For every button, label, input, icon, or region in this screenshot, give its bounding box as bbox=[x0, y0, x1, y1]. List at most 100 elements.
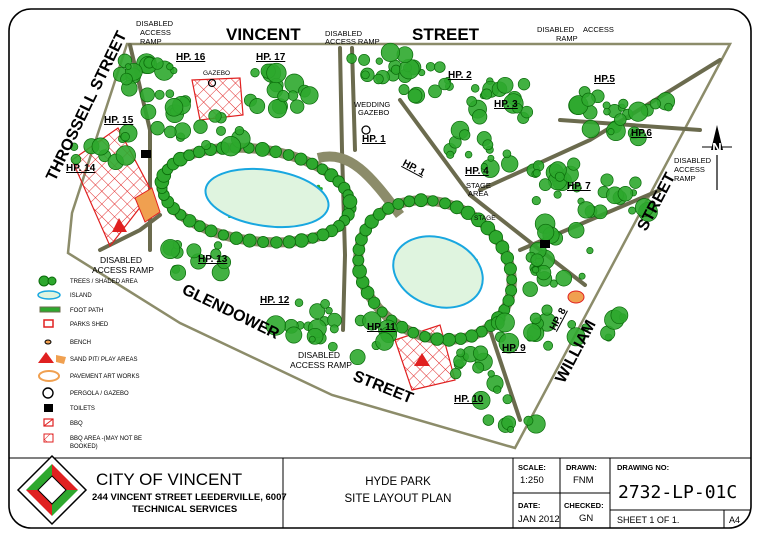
plan-title-1: HYDE PARK bbox=[365, 476, 431, 488]
hp-label: HP.6 bbox=[631, 128, 652, 139]
tree bbox=[216, 125, 226, 136]
tree bbox=[361, 70, 370, 80]
legend-label: FOOT PATH bbox=[70, 308, 103, 314]
sandpit-west bbox=[134, 187, 161, 223]
tree bbox=[481, 88, 493, 100]
legend-label: TREES / SHADED AREA bbox=[70, 279, 138, 285]
tree bbox=[566, 327, 586, 347]
tree bbox=[182, 214, 197, 228]
gazebo-label: GAZEBO bbox=[203, 70, 230, 77]
tree bbox=[567, 320, 577, 329]
shed-icon bbox=[43, 319, 54, 328]
toilet-icon bbox=[44, 404, 53, 412]
hp-label: HP. 9 bbox=[502, 343, 526, 354]
date-label: DATE: bbox=[518, 501, 540, 510]
tree bbox=[523, 323, 542, 342]
tree bbox=[523, 415, 534, 426]
tree bbox=[217, 255, 232, 270]
tree bbox=[506, 274, 518, 286]
hp-label: HP. 17 bbox=[256, 52, 286, 63]
tree bbox=[265, 315, 286, 336]
tree bbox=[277, 90, 290, 103]
tree bbox=[372, 208, 386, 221]
street-vincent-label-2: STREET bbox=[412, 25, 480, 44]
tree bbox=[376, 306, 388, 318]
tree bbox=[603, 107, 611, 116]
sandpit-icon bbox=[38, 352, 66, 364]
tree bbox=[581, 92, 596, 107]
tree bbox=[287, 90, 299, 101]
tree bbox=[535, 264, 552, 281]
tree bbox=[316, 228, 330, 242]
tree bbox=[325, 306, 333, 315]
tree bbox=[346, 53, 357, 64]
tree bbox=[572, 182, 582, 193]
tree bbox=[69, 142, 79, 151]
tree bbox=[470, 84, 480, 93]
tree bbox=[502, 149, 512, 159]
tree bbox=[229, 231, 244, 245]
tree bbox=[294, 298, 304, 307]
tree bbox=[498, 332, 520, 354]
tree bbox=[164, 125, 177, 139]
stage-label: STAGE bbox=[474, 215, 496, 222]
tree bbox=[282, 235, 296, 249]
legend-label: TOILETS bbox=[70, 406, 95, 412]
tree bbox=[503, 262, 517, 276]
tree bbox=[403, 195, 416, 208]
tree bbox=[607, 128, 615, 136]
tree bbox=[173, 122, 192, 140]
tree bbox=[201, 140, 212, 150]
tree bbox=[164, 98, 184, 117]
tree bbox=[537, 223, 555, 241]
tree bbox=[664, 102, 673, 112]
legend-label: ISLAND bbox=[70, 293, 92, 299]
legend-label: BOOKED) bbox=[70, 444, 98, 450]
hp-label: HP. 13 bbox=[198, 254, 228, 265]
tree bbox=[488, 230, 503, 245]
toilets-east bbox=[540, 240, 550, 248]
legend-label: BBQ bbox=[70, 421, 83, 427]
tree bbox=[392, 198, 405, 210]
checked-value: GN bbox=[579, 513, 593, 524]
legend-label: PARKS SHED bbox=[70, 322, 109, 328]
tree bbox=[208, 109, 222, 123]
tree bbox=[166, 63, 174, 71]
hp-label: HP. 16 bbox=[176, 52, 206, 63]
drawn-value: FNM bbox=[573, 475, 594, 486]
legend-label: SAND PIT/ PLAY AREAS bbox=[70, 357, 137, 363]
tree bbox=[294, 152, 308, 166]
north-arrow: N bbox=[702, 125, 732, 190]
tree bbox=[532, 266, 540, 274]
tree bbox=[154, 89, 165, 100]
wedding-gazebo-symbol bbox=[361, 125, 371, 135]
tree bbox=[531, 196, 541, 206]
tree bbox=[308, 335, 316, 343]
tree bbox=[407, 88, 423, 104]
tree bbox=[472, 361, 485, 374]
tree bbox=[352, 263, 367, 279]
tree bbox=[634, 198, 654, 218]
tree bbox=[567, 221, 585, 239]
tree bbox=[600, 173, 614, 187]
title-block bbox=[9, 457, 751, 528]
tree bbox=[541, 304, 553, 316]
tree bbox=[439, 197, 451, 210]
tree bbox=[414, 193, 428, 208]
tree bbox=[193, 220, 206, 233]
tree bbox=[254, 141, 270, 157]
tree bbox=[373, 73, 384, 85]
tree bbox=[532, 169, 541, 178]
tree bbox=[578, 272, 586, 280]
tree bbox=[517, 78, 531, 91]
tree bbox=[554, 171, 565, 182]
tree bbox=[430, 332, 444, 346]
tree bbox=[464, 150, 473, 159]
hp-label: HP.5 bbox=[594, 74, 615, 85]
tree bbox=[501, 155, 519, 173]
toilets-west bbox=[141, 150, 151, 158]
tree bbox=[349, 349, 366, 366]
street-vincent-label: VINCENT bbox=[226, 25, 301, 44]
